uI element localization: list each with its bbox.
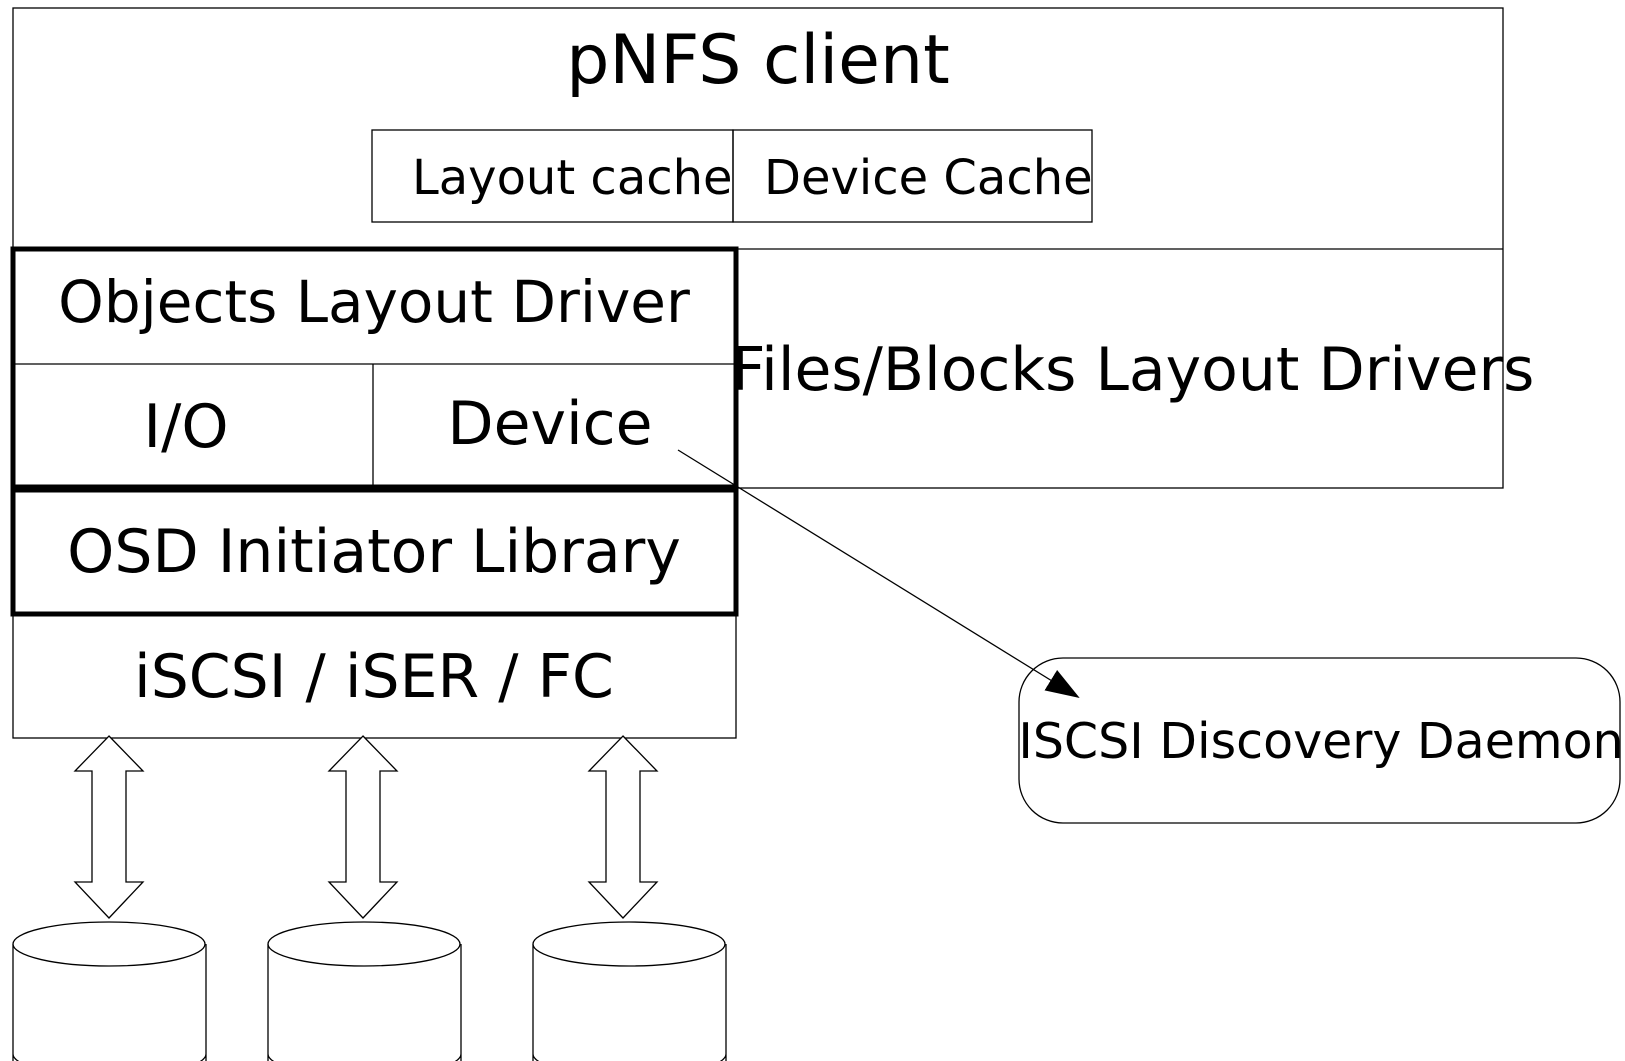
osd-initiator-library-label: OSD Initiator Library	[67, 517, 681, 587]
io-label: I/O	[143, 392, 228, 462]
device-cache-label: Device Cache	[764, 150, 1093, 206]
device-label: Device	[447, 389, 652, 459]
double-arrow-3	[587, 735, 659, 919]
layout-cache-label: Layout cache	[412, 150, 733, 206]
device-cache-box	[732, 129, 1093, 223]
discovery-daemon-box	[1018, 657, 1621, 824]
objects-layout-driver-box	[10, 246, 739, 490]
disk-1-top	[12, 921, 206, 967]
discovery-daemon-label: ISCSI Discovery Daemon	[1018, 713, 1623, 770]
transport-label: iSCSI / iSER / FC	[134, 642, 614, 712]
disk-3-body	[532, 944, 727, 1061]
disk-1-body	[12, 944, 207, 1061]
double-arrow-1	[73, 735, 145, 919]
pnfs-client-title: pNFS client	[566, 21, 950, 100]
disk-2-body	[267, 944, 462, 1061]
disk-3-top	[532, 921, 726, 967]
double-arrow-2	[327, 735, 399, 919]
objects-layout-driver-label: Objects Layout Driver	[58, 268, 690, 336]
files-blocks-drivers-label: Files/Blocks Layout Drivers	[731, 335, 1534, 405]
device-to-daemon-arrow	[677, 449, 1080, 699]
disk-2-top	[267, 921, 461, 967]
transport-box	[12, 613, 737, 739]
